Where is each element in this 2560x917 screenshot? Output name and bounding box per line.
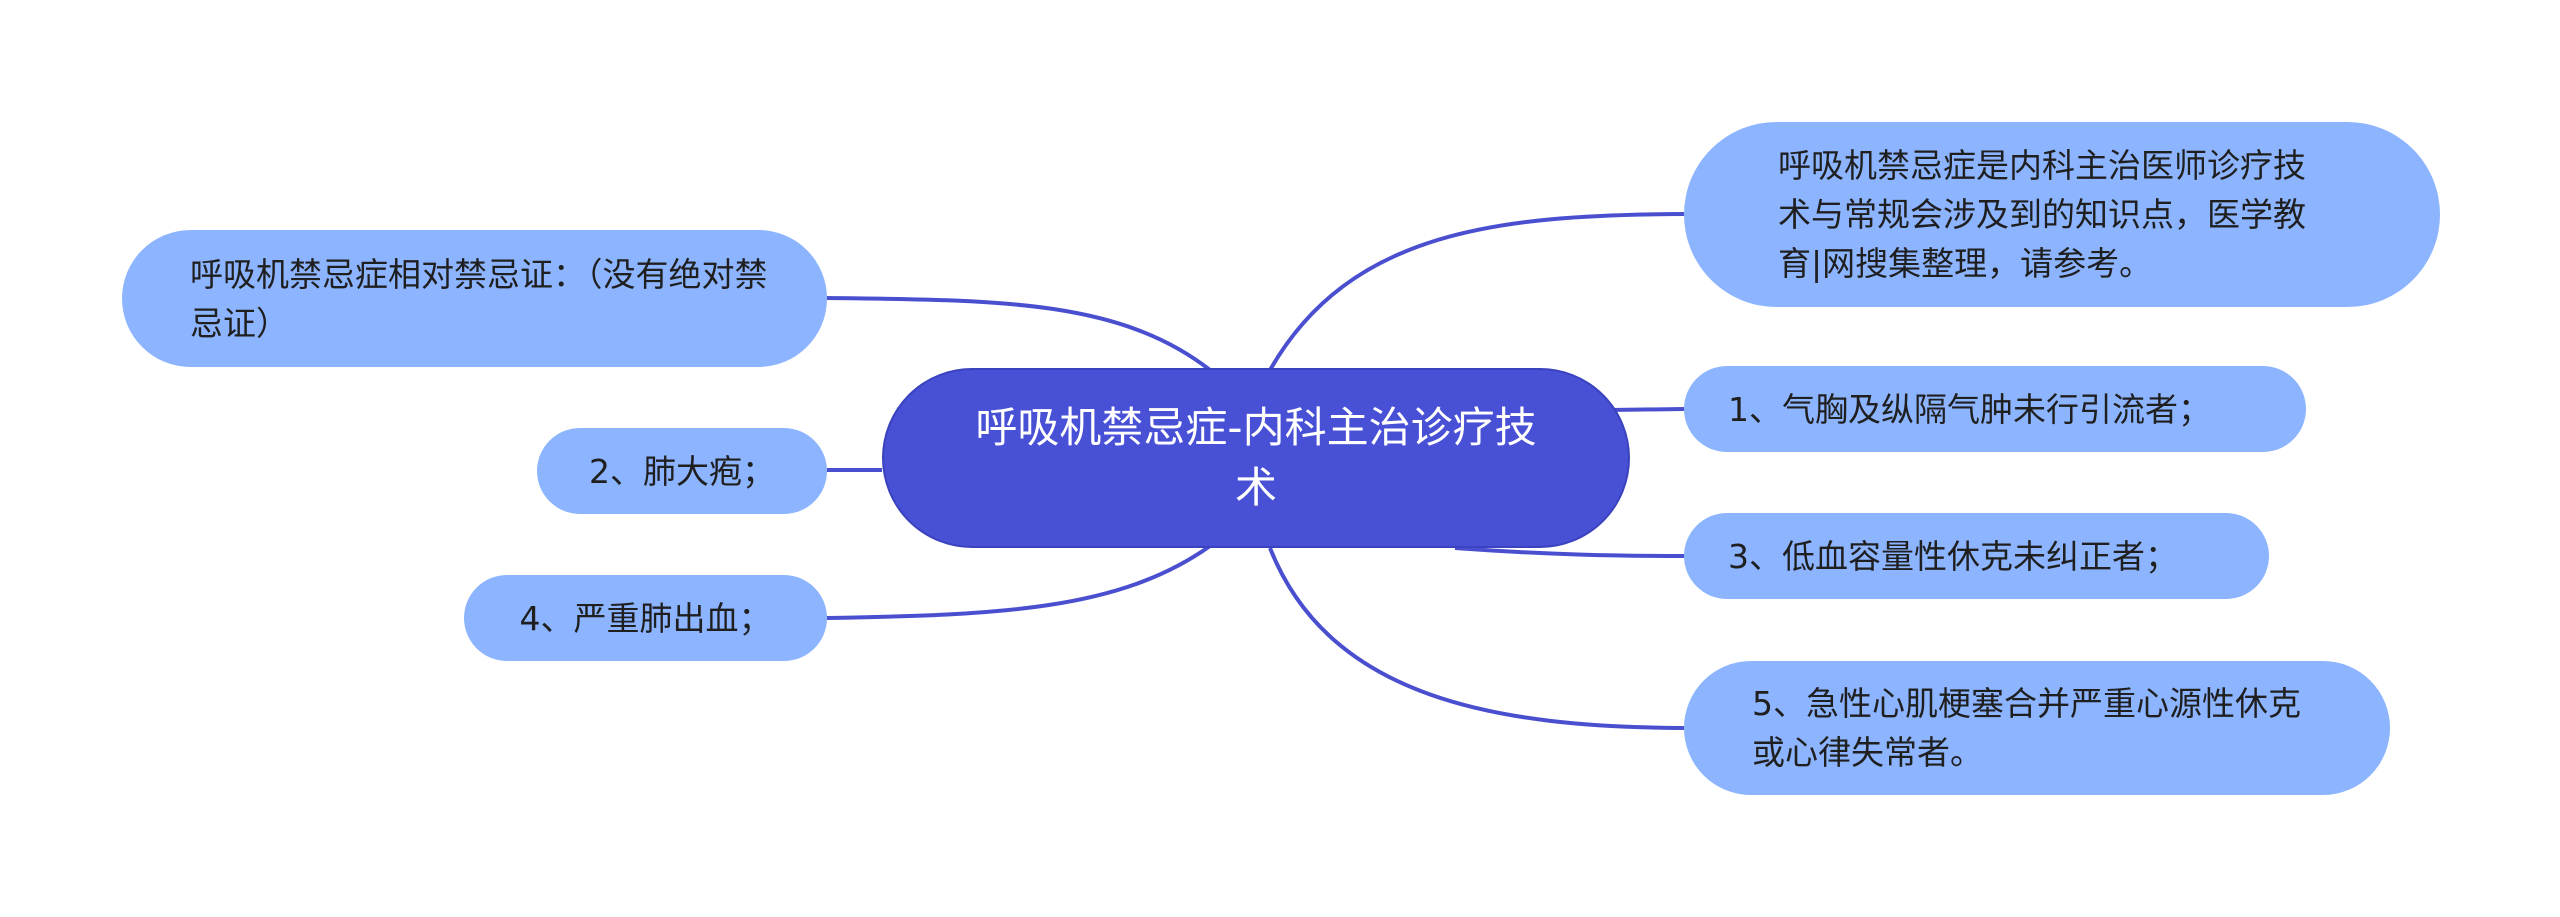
left-topic-2[interactable]: 2、肺大疱； [537, 428, 827, 514]
left-topic-1[interactable]: 呼吸机禁忌症相对禁忌证：（没有绝对禁忌证） [122, 230, 827, 367]
right-topic-2-text: 1、气胸及纵隔气肿未行引流者； [1728, 389, 2211, 429]
right-topic-3[interactable]: 3、低血容量性休克未纠正者； [1684, 513, 2269, 599]
connector-left-1 [826, 296, 1212, 372]
connector-right-1 [1268, 212, 1685, 371]
right-topic-4-text: 5、急性心肌梗塞合并严重心源性休克或心律失常者。 [1752, 684, 2301, 772]
central-topic-node[interactable]: 呼吸机禁忌症-内科主治诊疗技术 [882, 368, 1630, 548]
connector-left-3 [826, 544, 1212, 620]
connector-right-4 [1268, 547, 1685, 730]
right-topic-2[interactable]: 1、气胸及纵隔气肿未行引流者； [1684, 366, 2306, 452]
right-topic-1-text: 呼吸机禁忌症是内科主治医师诊疗技术与常规会涉及到的知识点，医学教育|网搜集整理，… [1778, 146, 2306, 283]
connector-right-3 [1454, 546, 1685, 558]
right-topic-4[interactable]: 5、急性心肌梗塞合并严重心源性休克或心律失常者。 [1684, 661, 2390, 795]
right-topic-1[interactable]: 呼吸机禁忌症是内科主治医师诊疗技术与常规会涉及到的知识点，医学教育|网搜集整理，… [1684, 122, 2440, 307]
left-topic-2-text: 2、肺大疱； [589, 451, 775, 491]
connector-right-2 [1609, 407, 1685, 412]
left-topic-3[interactable]: 4、严重肺出血； [464, 575, 827, 661]
right-topic-3-text: 3、低血容量性休克未纠正者； [1728, 536, 2178, 576]
central-topic-text: 呼吸机禁忌症-内科主治诊疗技术 [975, 403, 1537, 512]
left-topic-3-text: 4、严重肺出血； [519, 598, 772, 638]
left-topic-1-text: 呼吸机禁忌症相对禁忌证：（没有绝对禁忌证） [190, 254, 768, 343]
